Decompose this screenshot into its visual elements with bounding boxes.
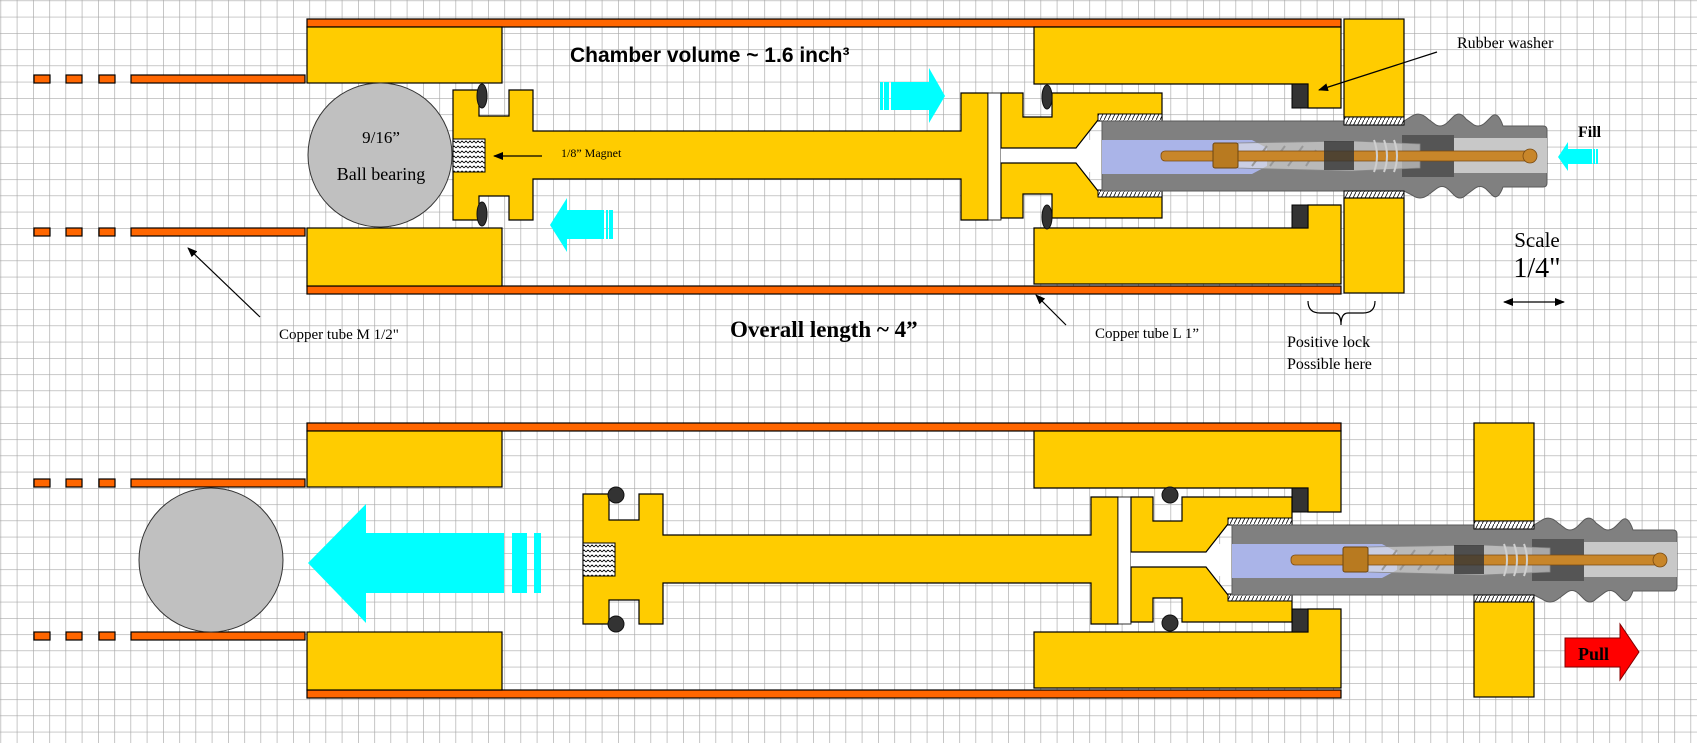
pull-label: Pull [1578, 644, 1609, 664]
ball-bearing [138, 487, 284, 633]
chamber-volume-label: Chamber volume ~ 1.6 inch³ [570, 44, 850, 67]
pull-arrow: Pull [1564, 622, 1640, 682]
o-ring [1161, 614, 1179, 632]
o-ring [476, 83, 488, 109]
copper-tube-l-label: Copper tube L 1” [1095, 326, 1199, 342]
fill-label: Fill [1578, 124, 1602, 141]
rubber-washer-label: Rubber washer [1457, 35, 1554, 52]
o-ring [1041, 84, 1053, 110]
air-flow-arrow-right [880, 68, 945, 123]
air-blast-arrow [308, 504, 541, 623]
ball-bearing-label: Ball bearing [337, 164, 425, 184]
o-ring [607, 615, 625, 633]
positive-lock-label-line1: Positive lock [1287, 334, 1370, 351]
magnet-label: 1/8” Magnet [561, 146, 622, 160]
scale-value: 1/4" [1513, 253, 1560, 284]
o-ring [476, 201, 488, 227]
copper-tube-m-label: Copper tube M 1/2" [279, 327, 399, 343]
top-diagram: Chamber volume ~ 1.6 inch³ 9/16” Ball be… [33, 18, 1602, 373]
air-flow-arrow-left [550, 198, 613, 252]
ball-bearing [307, 82, 453, 228]
o-ring [1041, 204, 1053, 230]
bottom-diagram: Pull [33, 422, 1677, 699]
fill-arrow [1558, 142, 1598, 171]
o-ring [607, 486, 625, 504]
copper-tube-m-pointer-arrow [187, 247, 261, 318]
ball-size-label: 9/16” [362, 128, 400, 147]
overall-length-label: Overall length ~ 4” [730, 317, 918, 342]
rubber-washer-pointer-arrow [1318, 51, 1438, 92]
copper-tube-l-pointer-arrow [1035, 294, 1067, 326]
o-ring [1161, 486, 1179, 504]
positive-lock-label-line2: Possible here [1287, 356, 1372, 373]
positive-lock-brace [1307, 300, 1376, 326]
scale-label: Scale [1514, 228, 1559, 252]
